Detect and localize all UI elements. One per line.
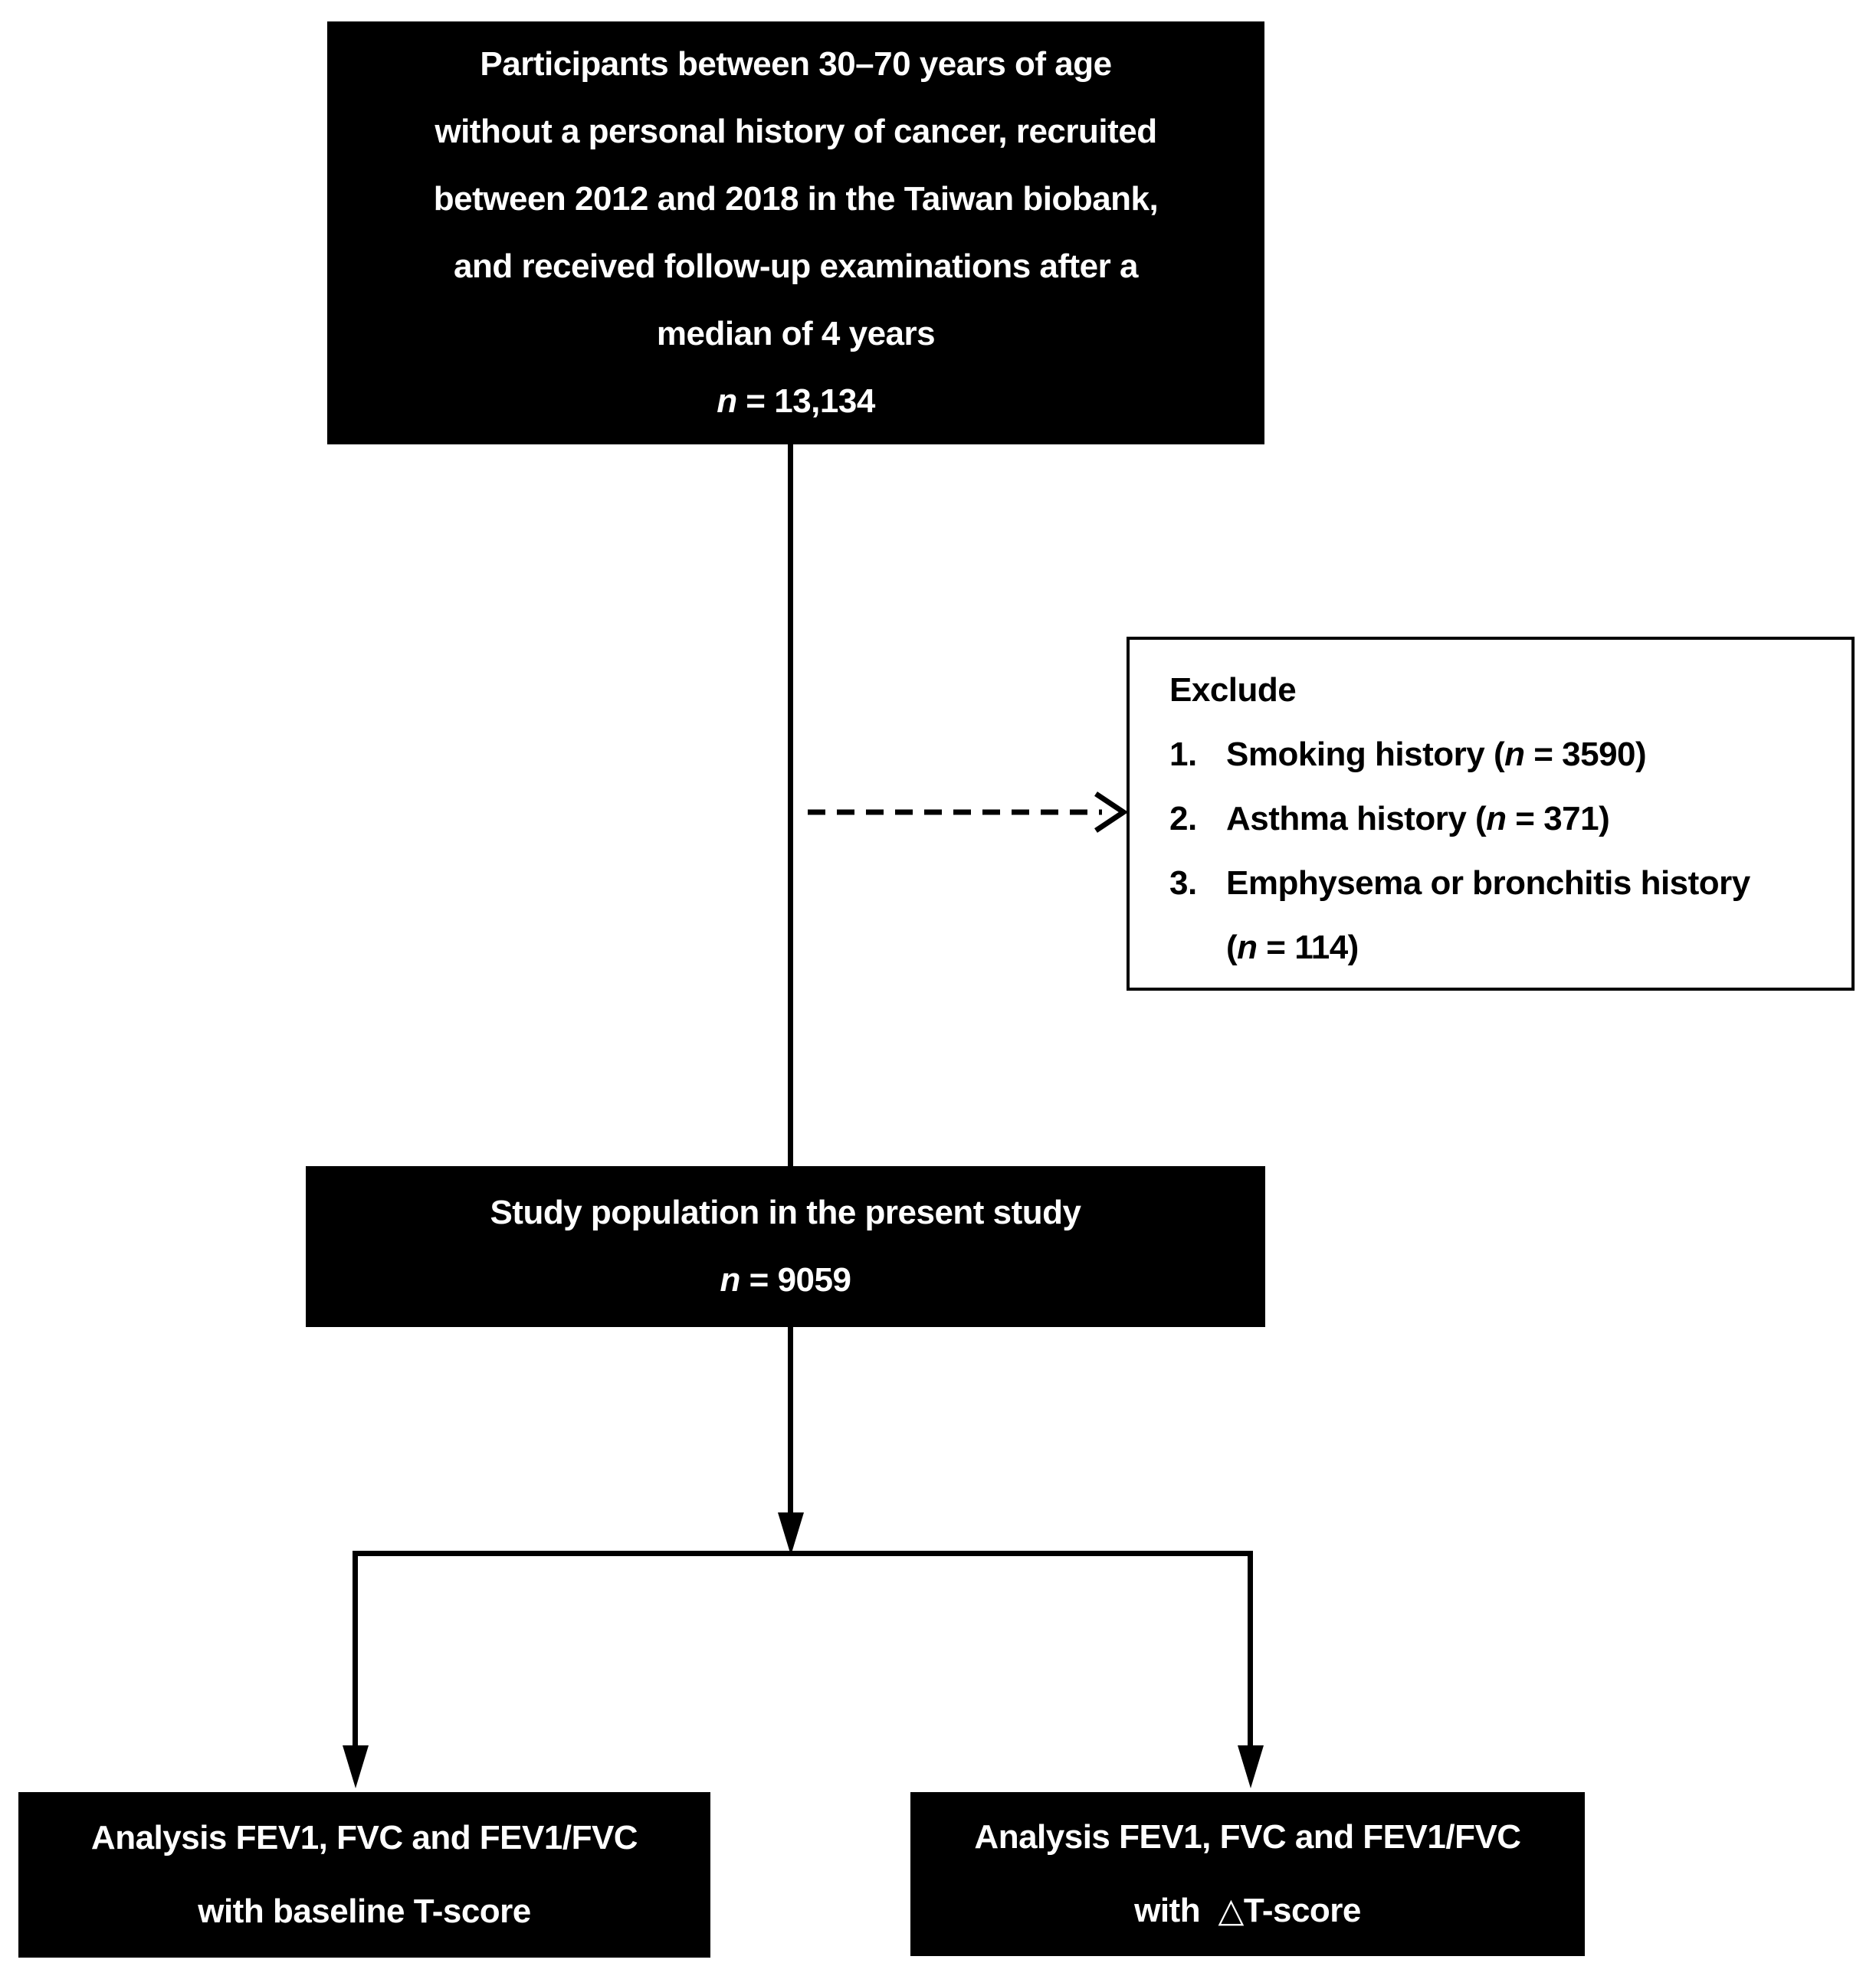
exclude-item-emphysema: 3. Emphysema or bronchitis history (n = … xyxy=(1169,851,1838,980)
n-value: = 9059 xyxy=(740,1261,851,1299)
item-text: Asthma history (n = 371) xyxy=(1226,800,1610,837)
item-number: 3. xyxy=(1169,864,1197,902)
analysis-baseline-tscore-box: Analysis FEV1, FVC and FEV1/FVC with bas… xyxy=(18,1792,710,1958)
exclude-title: Exclude xyxy=(1169,671,1297,709)
study-population-text: Study population in the present study xyxy=(490,1194,1081,1231)
participants-cohort-text: Participants between 30–70 years of age … xyxy=(433,45,1159,352)
study-population-n-count: n = 9059 xyxy=(720,1247,851,1314)
analysis-delta-tscore-text: Analysis FEV1, FVC and FEV1/FVC with △T-… xyxy=(974,1818,1521,1929)
n-symbol: n xyxy=(1504,736,1525,773)
n-symbol: n xyxy=(1237,929,1258,966)
arrowhead-down-icon xyxy=(778,1512,804,1555)
connector-top-to-mid-line xyxy=(788,443,793,1166)
participants-n-count: n = 13,134 xyxy=(717,368,875,435)
split-horizontal-line xyxy=(353,1551,1253,1556)
exclude-item-smoking: 1. Smoking history (n = 3590) xyxy=(1169,723,1838,787)
branch-left-line xyxy=(353,1551,358,1747)
exclude-criteria-box: Exclude 1. Smoking history (n = 3590) 2.… xyxy=(1127,637,1855,991)
analysis-baseline-tscore-text: Analysis FEV1, FVC and FEV1/FVC with bas… xyxy=(90,1819,638,1930)
n-symbol: n xyxy=(717,382,737,420)
exclude-item-asthma: 2. Asthma history (n = 371) xyxy=(1169,787,1838,851)
connector-mid-to-split-line xyxy=(788,1327,793,1514)
arrowhead-down-icon xyxy=(343,1745,369,1788)
item-number: 1. xyxy=(1169,736,1197,773)
arrowhead-down-icon xyxy=(1238,1745,1264,1788)
branch-right-line xyxy=(1248,1551,1253,1747)
n-symbol: n xyxy=(720,1261,741,1299)
dashed-exclusion-arrow xyxy=(808,791,1129,833)
participants-cohort-box: Participants between 30–70 years of age … xyxy=(327,21,1264,444)
item-text: Emphysema or bronchitis history (n = 114… xyxy=(1226,864,1750,966)
n-symbol: n xyxy=(1486,800,1507,837)
n-value: = 13,134 xyxy=(736,382,875,420)
study-population-box: Study population in the present study n … xyxy=(306,1166,1265,1327)
item-text: Smoking history (n = 3590) xyxy=(1226,736,1647,773)
arrowhead-chevron-icon xyxy=(1094,791,1129,833)
item-number: 2. xyxy=(1169,800,1197,837)
analysis-delta-tscore-box: Analysis FEV1, FVC and FEV1/FVC with △T-… xyxy=(910,1792,1585,1956)
